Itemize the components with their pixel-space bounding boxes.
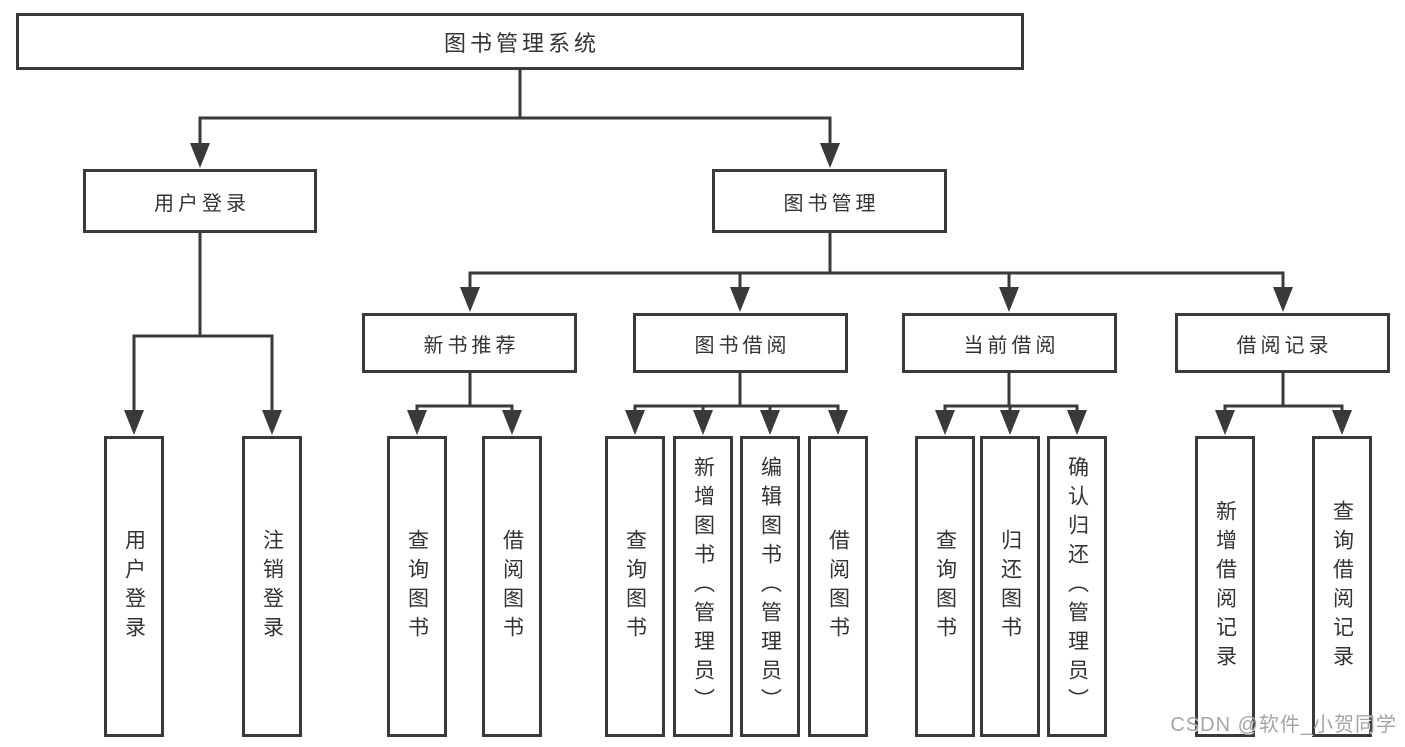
node-label: 查询图书	[623, 528, 647, 645]
leaf-cb-confirm-return-admin: 确认归还（管理员）	[1047, 436, 1107, 737]
leaf-bb-query-books: 查询图书	[605, 436, 665, 737]
arrowhead-icon	[262, 410, 282, 435]
arrowhead-icon	[760, 410, 780, 435]
node-label: 查询图书	[405, 528, 429, 645]
leaf-user-login: 用户登录	[104, 436, 164, 737]
node-root-system: 图书管理系统	[16, 13, 1024, 70]
node-label: 新增借阅记录	[1213, 499, 1237, 674]
node-label: 编辑图书（管理员）	[758, 456, 782, 717]
node-label: 图书管理	[783, 192, 880, 215]
arrowhead-icon	[124, 410, 144, 435]
node-label: 图书管理系统	[443, 30, 600, 56]
arrowhead-icon	[730, 287, 750, 312]
leaf-logout: 注销登录	[242, 436, 302, 737]
node-book-management: 图书管理	[712, 169, 947, 233]
leaf-bb-borrow-books: 借阅图书	[808, 436, 868, 737]
arrowhead-icon	[828, 410, 848, 435]
arrowhead-icon	[935, 410, 955, 435]
leaf-br-add-record: 新增借阅记录	[1195, 436, 1255, 737]
connector-lines	[132, 68, 1344, 415]
node-label: 新增图书（管理员）	[691, 456, 715, 717]
node-label: 用户登录	[122, 528, 146, 645]
leaf-rec-borrow-books: 借阅图书	[482, 436, 542, 737]
node-label: 查询图书	[933, 528, 957, 645]
leaf-bb-edit-books-admin: 编辑图书（管理员）	[740, 436, 800, 737]
node-label: 借阅图书	[826, 528, 850, 645]
node-label: 用户登录	[154, 192, 250, 215]
node-label: 确认归还（管理员）	[1065, 456, 1089, 717]
node-user-login-group: 用户登录	[83, 169, 317, 233]
node-label: 注销登录	[260, 528, 284, 645]
node-label: 归还图书	[998, 528, 1022, 645]
node-new-book-recommend: 新书推荐	[362, 313, 577, 373]
arrowhead-icon	[407, 410, 427, 435]
leaf-bb-add-books-admin: 新增图书（管理员）	[673, 436, 733, 737]
arrowhead-icon	[625, 410, 645, 435]
node-current-borrowing: 当前借阅	[902, 313, 1117, 373]
leaf-cb-return-books: 归还图书	[980, 436, 1040, 737]
arrowhead-icon	[1273, 287, 1293, 312]
arrowhead-icon	[999, 287, 1019, 312]
arrowhead-icon	[502, 410, 522, 435]
leaf-rec-query-books: 查询图书	[387, 436, 447, 737]
arrowhead-icon	[1067, 410, 1087, 435]
node-label: 图书借阅	[694, 334, 791, 357]
arrowheads	[124, 143, 1352, 435]
arrowhead-icon	[693, 410, 713, 435]
node-label: 借阅图书	[500, 528, 524, 645]
node-label: 当前借阅	[963, 334, 1060, 357]
arrowhead-icon	[460, 287, 480, 312]
node-label: 新书推荐	[423, 334, 520, 357]
node-borrowing-records: 借阅记录	[1175, 313, 1390, 373]
leaf-br-query-record: 查询借阅记录	[1312, 436, 1372, 737]
watermark: CSDN @软件_小贺同学	[1170, 714, 1397, 736]
node-book-borrowing: 图书借阅	[633, 313, 848, 373]
arrowhead-icon	[190, 143, 210, 168]
arrowhead-icon	[1332, 410, 1352, 435]
arrowhead-icon	[820, 143, 840, 168]
arrowhead-icon	[1000, 410, 1020, 435]
arrowhead-icon	[1215, 410, 1235, 435]
leaf-cb-query-books: 查询图书	[915, 436, 975, 737]
node-label: 查询借阅记录	[1330, 499, 1354, 674]
node-label: 借阅记录	[1236, 334, 1333, 357]
